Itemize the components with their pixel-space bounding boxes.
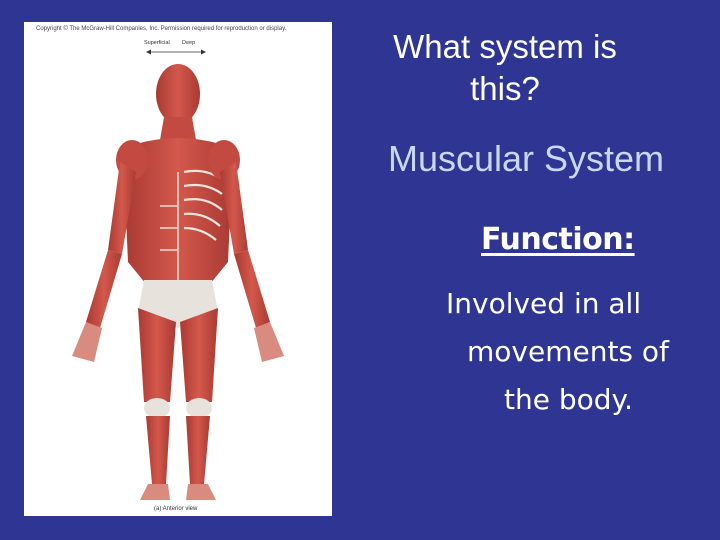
slide-title: What system is this?	[393, 28, 617, 107]
function-description: Involved in all movements of the body.	[430, 280, 720, 424]
double-arrow-icon	[146, 49, 206, 55]
copyright-notice: Copyright © The McGraw-Hill Companies, I…	[36, 26, 287, 32]
muscular-body-illustration	[72, 64, 284, 500]
orientation-deep-label: Deep	[182, 40, 196, 46]
description-line: the body.	[504, 383, 634, 416]
description-line: Involved in all	[446, 287, 642, 320]
function-label: Function:	[481, 222, 635, 257]
answer-heading: Muscular System	[387, 138, 665, 179]
figure-caption: (a) Anterior view	[154, 506, 198, 512]
orientation-superficial-label: Superficial	[144, 40, 170, 46]
anatomy-figure: Copyright © The McGraw-Hill Companies, I…	[24, 22, 332, 516]
description-line: movements of	[467, 335, 669, 368]
